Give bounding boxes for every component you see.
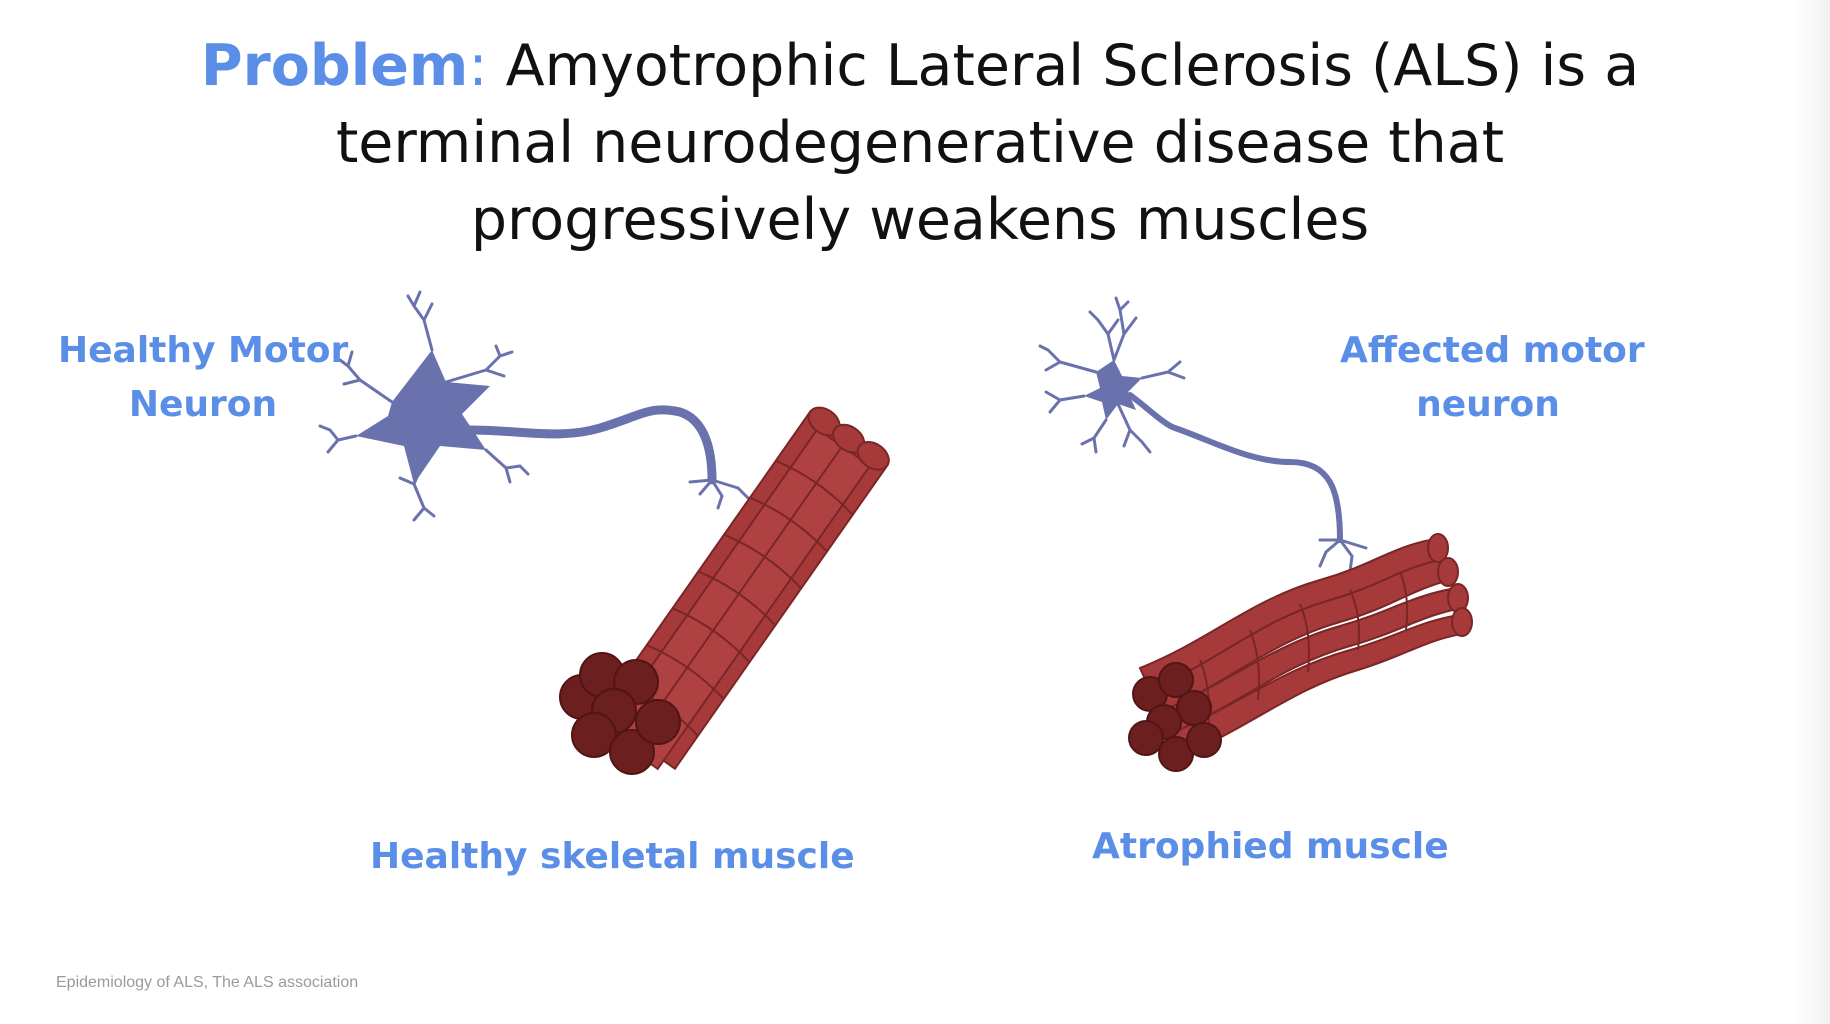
- slide-edge-shadow: [1794, 0, 1830, 1024]
- affected-motor-neuron-label: Affected motor neuron: [1340, 324, 1645, 432]
- healthy-skeletal-muscle-label: Healthy skeletal muscle: [370, 836, 855, 877]
- affected-motor-neuron-label-line1: Affected motor: [1340, 330, 1645, 371]
- affected-motor-neuron-illustration: [1038, 296, 1368, 574]
- healthy-skeletal-muscle-illustration: [559, 406, 890, 775]
- title-keyword: Problem: [200, 33, 469, 99]
- title-text: Amyotrophic Lateral Sclerosis (ALS) is a…: [335, 33, 1640, 253]
- healthy-motor-neuron-label: Healthy Motor Neuron: [58, 324, 348, 432]
- atrophied-muscle-label: Atrophied muscle: [1092, 826, 1449, 867]
- affected-motor-neuron-label-line2: neuron: [1416, 384, 1560, 425]
- healthy-motor-neuron-label-line2: Neuron: [128, 384, 278, 425]
- healthy-motor-neuron-label-line1: Healthy Motor: [58, 330, 349, 371]
- healthy-motor-neuron-illustration: [318, 290, 750, 522]
- atrophied-muscle-illustration: [1128, 533, 1473, 772]
- title-colon: :: [468, 33, 488, 99]
- slide-title: Problem: Amyotrophic Lateral Sclerosis (…: [140, 28, 1700, 259]
- citation-footnote: Epidemiology of ALS, The ALS association: [56, 974, 359, 991]
